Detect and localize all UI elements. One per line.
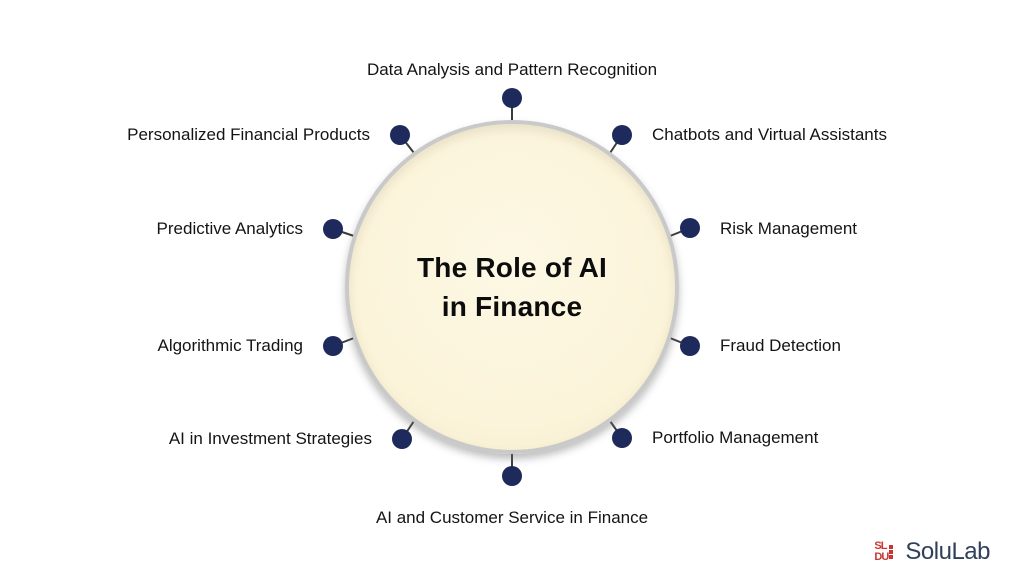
solulab-logo: SL DU SoluLab xyxy=(874,538,990,566)
seal-row-2: DU xyxy=(874,551,889,563)
spoke-dot-bottom-right xyxy=(612,428,632,448)
spoke-dot-top-left xyxy=(390,125,410,145)
spoke-dot-top xyxy=(502,88,522,108)
title-line-2: in Finance xyxy=(441,291,583,322)
spoke-dot-right-upper xyxy=(680,218,700,238)
spoke-dot-bottom-left xyxy=(392,429,412,449)
spoke-label-data-analysis: Data Analysis and Pattern Recognition xyxy=(366,60,658,79)
spoke-label-customer-service: AI and Customer Service in Finance xyxy=(375,508,649,527)
spoke-dot-left-lower xyxy=(323,336,343,356)
diagram-title: The Role of AI in Finance xyxy=(417,248,607,326)
spoke-label-fraud-detection: Fraud Detection xyxy=(720,336,841,355)
spoke-dot-bottom xyxy=(502,466,522,486)
spoke-dot-top-right xyxy=(612,125,632,145)
spoke-label-risk-management: Risk Management xyxy=(720,219,858,238)
spoke-label-algorithmic-trading: Algorithmic Trading xyxy=(157,336,303,355)
central-circle: The Role of AI in Finance xyxy=(345,120,679,454)
title-line-1: The Role of AI xyxy=(417,252,607,283)
seal-side-marks xyxy=(889,540,894,565)
seal-row-1: SL xyxy=(874,540,887,552)
solulab-logo-text: SoluLab xyxy=(905,538,990,565)
spoke-label-chatbots: Chatbots and Virtual Assistants xyxy=(652,125,887,144)
spoke-dot-left-upper xyxy=(323,219,343,239)
spoke-label-investment-strategies: AI in Investment Strategies xyxy=(168,429,372,448)
spoke-dot-right-lower xyxy=(680,336,700,356)
spoke-label-portfolio-management: Portfolio Management xyxy=(652,428,819,447)
solulab-seal-icon: SL DU xyxy=(874,540,898,565)
spoke-label-predictive-analytics: Predictive Analytics xyxy=(156,219,303,238)
spoke-label-personalized-products: Personalized Financial Products xyxy=(127,125,370,144)
